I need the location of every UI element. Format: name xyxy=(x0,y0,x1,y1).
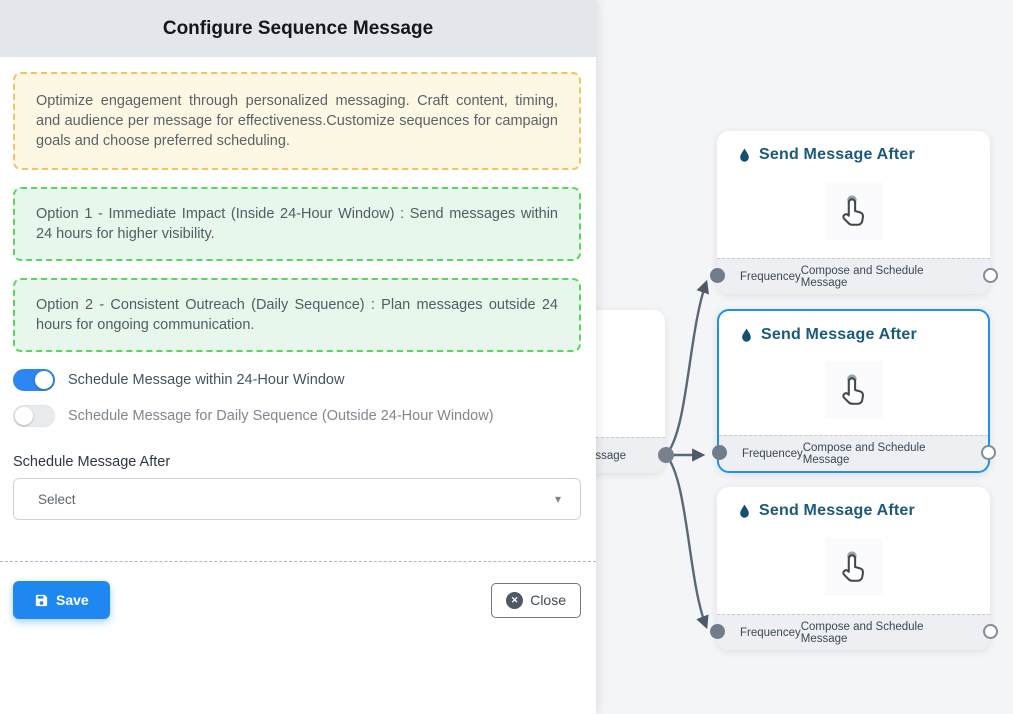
node-body xyxy=(717,164,990,258)
hand-pointer-icon[interactable] xyxy=(824,538,883,596)
flow-node-send-message-after-3[interactable]: Send Message After Frequencey Compose an… xyxy=(710,487,998,650)
page-title: Configure Sequence Message xyxy=(162,17,434,39)
droplet-icon xyxy=(742,328,751,342)
schedule-after-label: Schedule Message After xyxy=(13,454,171,470)
close-button-label: Close xyxy=(530,592,566,608)
node-input-handle[interactable] xyxy=(712,445,727,460)
node-footer-frequency-label[interactable]: Frequencey xyxy=(742,447,803,460)
droplet-icon xyxy=(740,504,749,518)
droplet-icon xyxy=(740,148,749,162)
flow-node-send-message-after-1[interactable]: Send Message After Frequencey Compose an… xyxy=(710,131,998,294)
save-button-label: Save xyxy=(56,592,89,608)
footer-divider xyxy=(0,561,596,562)
node-header: Send Message After xyxy=(717,131,990,164)
toggle-label: Schedule Message for Daily Sequence (Out… xyxy=(68,408,494,424)
node-footer-compose-label[interactable]: Compose and Schedule Message xyxy=(802,441,926,466)
close-icon: ✕ xyxy=(506,591,524,609)
node-title: Send Message After xyxy=(761,326,917,343)
node-header: Send Message After xyxy=(717,487,990,520)
node-body xyxy=(717,520,990,614)
node-footer-frequency-label[interactable]: Frequencey xyxy=(740,270,801,283)
edge-source-handle[interactable] xyxy=(658,447,674,463)
node-output-handle[interactable] xyxy=(983,624,998,639)
node-footer: Frequencey Compose and Schedule Message xyxy=(719,435,988,471)
toggle-row-24h-window[interactable]: Schedule Message within 24-Hour Window xyxy=(13,369,581,391)
toggle-24h-window[interactable] xyxy=(13,369,55,391)
node-footer-compose-label[interactable]: Compose and Schedule Message xyxy=(800,264,924,289)
node-input-handle[interactable] xyxy=(710,268,725,283)
info-banner: Optimize engagement through personalized… xyxy=(13,72,581,170)
toggle-label: Schedule Message within 24-Hour Window xyxy=(68,372,345,388)
node-title: Send Message After xyxy=(759,502,915,519)
flow-node-send-message-after-2[interactable]: Send Message After Frequencey Compose an… xyxy=(712,309,996,473)
node-footer: Frequencey Compose and Schedule Message xyxy=(717,258,990,294)
schedule-after-select[interactable]: Select ▾ xyxy=(13,478,581,520)
save-button[interactable]: Save xyxy=(13,581,110,619)
node-output-handle[interactable] xyxy=(983,268,998,283)
configure-sequence-panel: Configure Sequence Message Optimize enga… xyxy=(0,0,596,619)
option-1-banner: Option 1 - Immediate Impact (Inside 24-H… xyxy=(13,187,581,261)
panel-header: Configure Sequence Message xyxy=(0,0,596,57)
flow-canvas[interactable]: ce Message Send Message After Frequencey… xyxy=(560,0,1013,714)
node-input-handle[interactable] xyxy=(710,624,725,639)
node-footer-compose-label[interactable]: Compose and Schedule Message xyxy=(800,620,924,645)
save-icon xyxy=(35,594,48,606)
close-button[interactable]: ✕ Close xyxy=(491,582,581,618)
node-body xyxy=(719,344,988,435)
select-value: Select xyxy=(38,491,76,507)
toggle-row-daily-sequence[interactable]: Schedule Message for Daily Sequence (Out… xyxy=(13,405,581,427)
node-header: Send Message After xyxy=(719,311,988,344)
hand-pointer-icon[interactable] xyxy=(824,360,883,419)
node-footer: Frequencey Compose and Schedule Message xyxy=(717,614,990,650)
toggle-daily-sequence[interactable] xyxy=(13,405,55,427)
chevron-down-icon: ▾ xyxy=(554,492,561,506)
node-output-handle[interactable] xyxy=(981,445,996,460)
node-title: Send Message After xyxy=(759,146,915,163)
node-footer-frequency-label[interactable]: Frequencey xyxy=(740,626,801,639)
hand-pointer-icon[interactable] xyxy=(824,182,883,240)
option-2-banner: Option 2 - Consistent Outreach (Daily Se… xyxy=(13,278,581,352)
